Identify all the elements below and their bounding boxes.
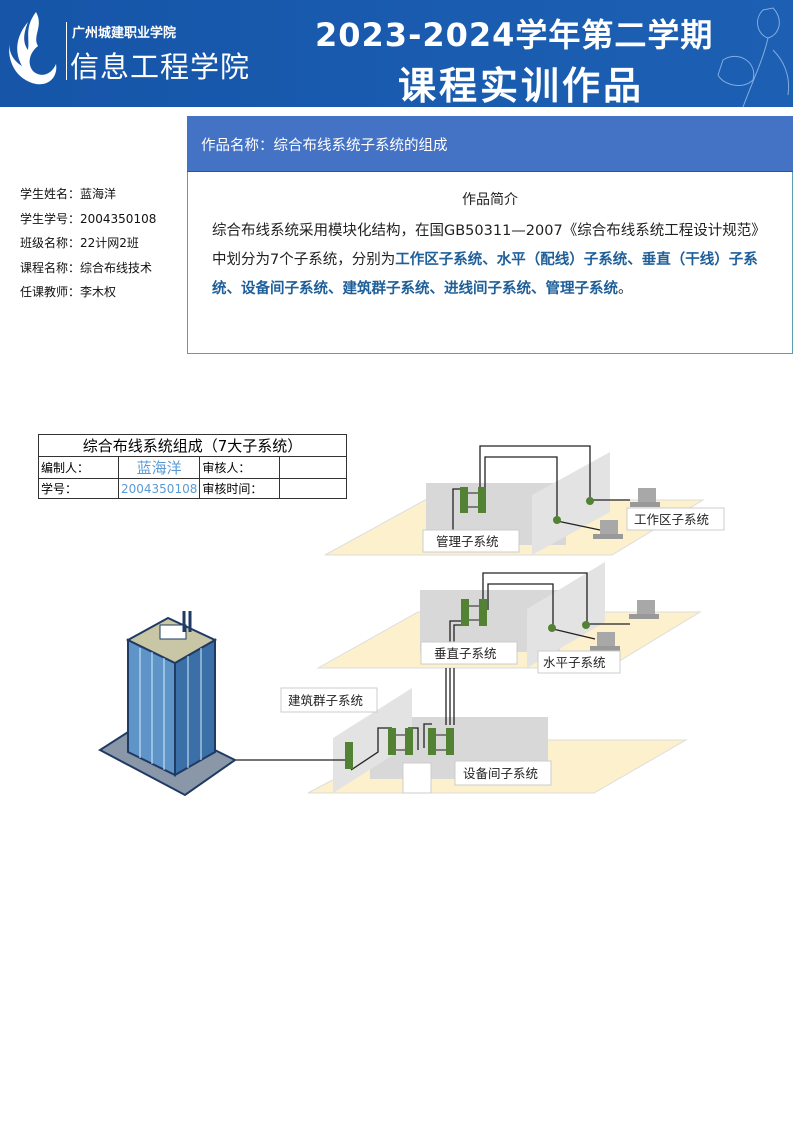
editor-label: 编制人： <box>38 456 119 479</box>
lotus-decoration-icon <box>717 7 790 107</box>
teacher-name: 任课教师：李木权 <box>20 285 117 299</box>
student-name: 学生姓名：蓝海洋 <box>20 187 117 201</box>
student-info: 学生姓名：蓝海洋 学生学号：2004350108 班级名称：22计网2班 课程名… <box>20 182 156 305</box>
intro-plain: 综合布线系统采用模块化结构，在国GB50311—2007《综合布线系统工程设计规… <box>212 223 766 268</box>
reviewer-label: 审核人： <box>199 456 281 479</box>
editor-value: 蓝海洋 <box>117 456 201 479</box>
label-management: 管理子系统 <box>436 534 499 549</box>
review-time-value <box>279 478 347 499</box>
label-horizontal: 水平子系统 <box>543 656 606 670</box>
label-work-area: 工作区子系统 <box>634 513 709 527</box>
mid-side-wall <box>527 562 605 668</box>
semester-title: 2023-2024学年第二学期 <box>315 16 714 54</box>
review-time-label: 审核时间： <box>199 478 281 499</box>
header-banner: 广州城建职业学院 信息工程学院 2023-2024学年第二学期 课程实训作品 <box>0 0 793 108</box>
college-logo-icon <box>9 12 57 85</box>
work-title-bar: 作品名称：综合布线系统子系统的组成 <box>187 116 793 172</box>
server-box <box>402 762 432 794</box>
title-block-table: 综合布线系统组成（7大子系统） 编制人：蓝海洋审核人： 学号：200435010… <box>38 434 347 499</box>
intro-heading: 作品简介 <box>462 192 518 208</box>
patch-panels <box>345 487 594 769</box>
course-name: 课程名称：综合布线技术 <box>20 260 153 275</box>
intro-panel: 作品简介 综合布线系统采用模块化结构，在国GB50311—2007《综合布线系统… <box>187 172 793 354</box>
college-name: 信息工程学院 <box>70 50 251 84</box>
intro-end: 。 <box>618 281 633 297</box>
class-name: 班级名称：22计网2班 <box>20 236 139 250</box>
reviewer-value <box>279 456 347 479</box>
computer-icons <box>590 488 660 651</box>
building-icon <box>98 611 237 797</box>
label-equipment-room: 设备间子系统 <box>463 766 538 781</box>
id-value: 2004350108 <box>117 478 201 499</box>
table-caption: 综合布线系统组成（7大子系统） <box>38 434 347 457</box>
logo-divider <box>66 22 67 80</box>
id-label: 学号： <box>38 478 119 499</box>
work-title: 课程实训作品 <box>398 64 645 108</box>
school-name: 广州城建职业学院 <box>72 26 177 41</box>
intro-highlight: 工作区子系统、水平（配线）子系统、垂直（干线）子系统、设备间子系统、建筑群子系统… <box>212 252 758 297</box>
label-vertical: 垂直子系统 <box>434 647 497 661</box>
intro-text: 综合布线系统采用模块化结构，在国GB50311—2007《综合布线系统工程设计规… <box>188 217 792 304</box>
student-id: 学生学号：2004350108 <box>20 211 157 226</box>
label-campus: 建筑群子系统 <box>288 693 363 708</box>
